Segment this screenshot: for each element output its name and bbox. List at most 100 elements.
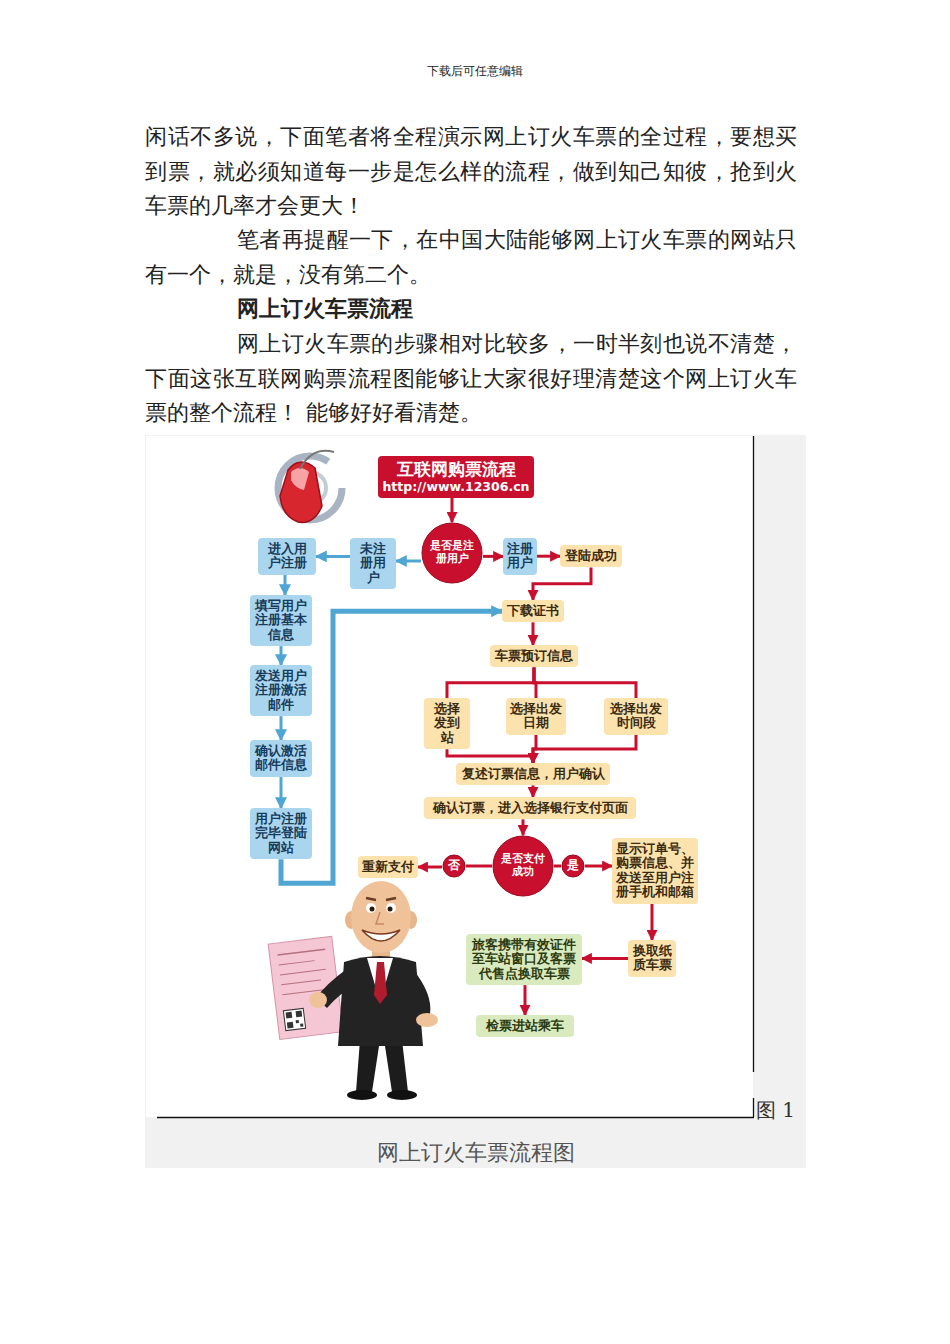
process-box: 复述订票信息，用户确认 [456, 763, 610, 785]
node-text: 复述订票信息，用户确认 [460, 767, 606, 781]
mouse-logo-part [291, 468, 309, 490]
decision-circle: 是否支付成功 [492, 835, 554, 897]
node-text: 是否支付成功 [499, 853, 547, 878]
circle-shape [422, 523, 482, 583]
flow-connector [451, 498, 454, 522]
body-paragraph: 闲话不多说，下面笔者将全程演示网上订火车票的全过程，要想买到票，就必须知道每一步… [145, 120, 797, 224]
businessman-figure-part [376, 912, 384, 924]
circle-shape [493, 836, 553, 896]
process-box: 登陆成功 [560, 545, 622, 567]
ticket-part-part [286, 1012, 293, 1019]
body-paragraph-holder: 网上订火车票的步骤相对比较多，一时半刻也说不清楚，下面这张互联网购票流程图能够让… [145, 327, 797, 431]
node-text: 选择出发时间段 [608, 702, 664, 731]
figure-frame-part [157, 1117, 754, 1118]
node-subtext: http://www.12306.cn [382, 480, 530, 494]
flow-connector [582, 957, 628, 960]
flow-connector [483, 555, 503, 558]
figure-frame-part [753, 1098, 754, 1117]
flow-connector [418, 866, 442, 869]
node-text: 选择出发日期 [510, 702, 562, 731]
flow-connector [447, 667, 534, 698]
process-box: 车票预订信息 [490, 645, 578, 667]
process-box: 确认订票，进入选择银行支付页面 [424, 797, 636, 819]
figure-caption: 网上订火车票流程图 [145, 1138, 806, 1169]
body-paragraph: 笔者再提醒一下，在中国大陆能够网上订火车票的网站只有一个，就是，没有第二个。 [145, 223, 797, 292]
flow-connector [651, 904, 654, 941]
answer-circle: 否 [442, 854, 466, 878]
flow-connector [447, 749, 533, 763]
businessman-figure-part [385, 1040, 408, 1092]
body-paragraph-holder: 笔者再提醒一下，在中国大陆能够网上订火车票的网站只有一个，就是，没有第二个。 [145, 223, 797, 292]
process-box: 填写用户注册基本信息 [250, 595, 312, 646]
process-box: 用户注册完毕登陆网站 [250, 808, 312, 859]
node-text: 进入用户注册 [262, 542, 312, 571]
flow-connector [532, 622, 535, 645]
circle-shape [562, 855, 584, 877]
figure-frame-part [145, 435, 806, 1168]
section-heading-holder: 网上订火车票流程 [145, 292, 797, 327]
mouse-logo-part [280, 462, 322, 522]
ticket-part-part [296, 1020, 299, 1023]
ticket-part-part [283, 1008, 305, 1030]
process-box: 重新支付 [358, 856, 418, 878]
node-text: 检票进站乘车 [480, 1019, 570, 1033]
ticket-part-part [279, 961, 315, 965]
option-box: 选择出发日期 [506, 698, 566, 735]
section-heading: 网上订火车票流程 [145, 292, 797, 327]
node-text: 车票预订信息 [494, 649, 574, 663]
businessman-figure-part [356, 1040, 379, 1092]
node-text: 否 [444, 859, 464, 873]
flow-connector [533, 735, 636, 763]
flow-connector [537, 555, 560, 558]
businessman-figure-part [374, 962, 387, 1004]
ticket-part-part [278, 949, 326, 955]
ticket-part-part [300, 1023, 303, 1026]
mouse-logo-part [300, 451, 334, 469]
page-header-holder: 下载后可任意编辑 [0, 64, 950, 80]
figure-frame [145, 435, 806, 1168]
flow-connector [534, 667, 636, 698]
flow-connector [585, 865, 612, 868]
businessman-figure-part [366, 898, 396, 900]
node-text: 互联网购票流程 [382, 460, 530, 480]
businessman-figure-part [351, 881, 411, 953]
flow-connector [281, 611, 502, 883]
process-box: 换取纸质车票 [628, 940, 676, 977]
node-text: 注册用户 [507, 542, 533, 571]
ticket-part-part [287, 1022, 294, 1029]
answer-circle: 是 [561, 854, 585, 878]
businessman-figure-part [366, 903, 376, 913]
circle-shape [443, 855, 465, 877]
page-header: 下载后可任意编辑 [0, 64, 950, 80]
option-box: 选择出发时间段 [604, 698, 668, 735]
figure-frame-part [146, 436, 753, 1117]
businessman-figure-part [387, 1090, 417, 1100]
node-text: 发送用户注册激活邮件 [254, 669, 308, 712]
mouse-logo [278, 451, 342, 523]
flow-connector [554, 865, 561, 868]
node-text: 未注册用户 [354, 542, 392, 585]
option-box: 选择发到站 [424, 698, 470, 749]
figure-frame-part [753, 436, 754, 1072]
process-box: 下载证书 [502, 600, 564, 622]
businessman-figure [309, 881, 438, 1100]
start-box: 互联网购票流程http://www.12306.cn [378, 456, 534, 498]
businessman-figure-part [405, 968, 430, 1015]
node-text: 是 [563, 859, 583, 873]
body-paragraph-holder: 闲话不多说，下面笔者将全程演示网上订火车票的全过程，要想买到票，就必须知道每一步… [145, 120, 797, 224]
flow-connector [522, 819, 525, 835]
flow-connector [533, 567, 591, 600]
businessman-figure-part [362, 930, 400, 941]
flow-connector [532, 785, 535, 797]
flow-connector [466, 865, 492, 868]
node-text: 重新支付 [362, 860, 414, 874]
ticket-part-part [281, 980, 321, 985]
node-text: 选择发到站 [428, 702, 466, 745]
flow-connector [316, 555, 350, 558]
process-box: 未注册用户 [350, 538, 396, 589]
figure-number-holder: 图 1 [756, 1098, 802, 1122]
businessman-figure-part [370, 907, 375, 912]
node-text: 用户注册完毕登陆网站 [254, 812, 308, 855]
node-text: 确认订票，进入选择银行支付页面 [428, 801, 632, 815]
